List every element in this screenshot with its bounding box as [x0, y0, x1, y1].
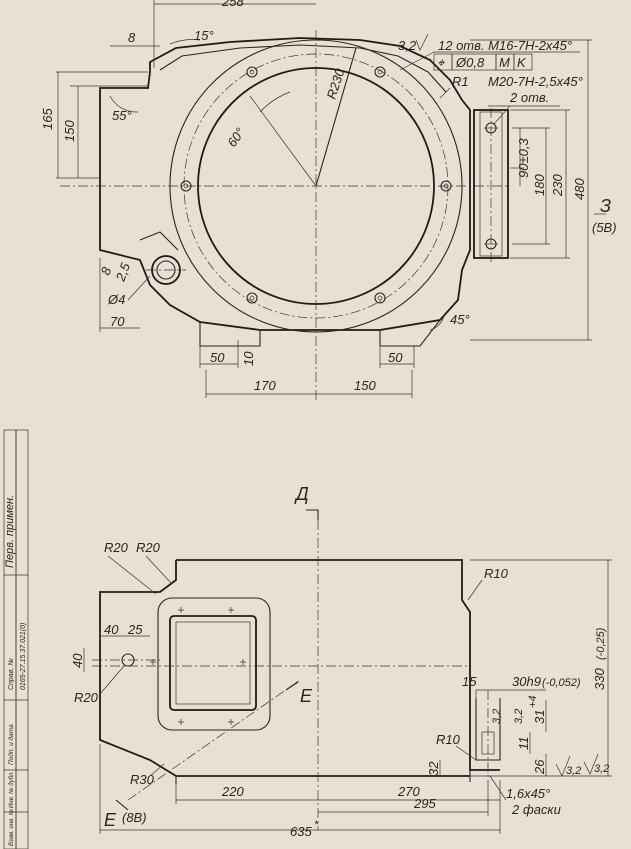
window-cutout [150, 597, 271, 731]
dim-50a: 50 [210, 350, 225, 365]
section-e-line [127, 679, 301, 801]
dim-r20a: R20 [104, 540, 129, 555]
frame-cell-sign-date-1: Подп. и дата [7, 724, 15, 765]
frame-cell-doc-code: 0165-27.15.37.021(0) [20, 623, 27, 690]
dim-295: 295 [413, 796, 436, 811]
roughness-d: 3,2 [594, 763, 609, 775]
dim-480: 480 [572, 178, 587, 200]
chamfer-note: 2 фаски [511, 802, 561, 817]
right-bracket [475, 690, 501, 790]
dim-150: 150 [62, 120, 77, 142]
dim-165: 165 [40, 108, 55, 130]
dim-15deg: 15° [194, 28, 214, 43]
dim-170: 170 [254, 378, 276, 393]
dim-150b: 150 [354, 378, 376, 393]
chamfer-callout: 1,6х45° [506, 786, 550, 801]
title-frame-strip: Перв. примен. Справ. № 0165-27.15.37.021… [3, 429, 29, 849]
dim-26: 26 [532, 759, 547, 775]
top-dimensions: 258 8 15° 165 150 55° 8 2,5 Ø4 [40, 0, 592, 398]
roughness-b: 3,2 [513, 709, 525, 724]
dim-10: 10 [241, 351, 256, 366]
dim-90: 90±0,3 [516, 138, 531, 178]
bottom-feet [199, 319, 441, 347]
right-mounting-pad [473, 108, 509, 262]
dim-fit: 30h9 [512, 674, 541, 689]
svg-text:M: M [499, 55, 510, 70]
dim-180: 180 [532, 174, 547, 196]
dim-fit-tol: (-0,052) [542, 677, 581, 689]
dim-15: 15 [462, 674, 477, 689]
callout-2-holes: 2 отв. [509, 90, 549, 105]
svg-text:Ø0,8: Ø0,8 [455, 55, 485, 70]
dim-45deg: 45° [450, 312, 470, 327]
frame-cell-first-use: Перв. примен. [4, 495, 16, 568]
dim-220: 220 [221, 784, 244, 799]
svg-text:K: K [517, 55, 527, 70]
bottom-dimensions: R20 R20 R10 40 25 40 R20 R30 15 30h9 (-0… [70, 540, 612, 839]
dim-330: 330 [592, 668, 607, 690]
dim-330-tol: (-0,25) [595, 627, 607, 660]
top-callouts: 3,2 12 отв. М16-7Н-2х45° ⌖ Ø0,8 M K R1 М… [398, 33, 617, 235]
dim-2-5: 2,5 [112, 260, 133, 284]
dim-31: 31 [532, 710, 547, 724]
tolerance-frame: ⌖ Ø0,8 M K [433, 53, 533, 71]
dim-r10: R10 [484, 566, 509, 581]
dim-r20b: R20 [136, 540, 161, 555]
bolt-holes [180, 66, 452, 304]
callout-m20: М20-7Н-2,5х45° [488, 74, 583, 89]
section-e-label: Е [300, 686, 313, 706]
dim-270: 270 [397, 784, 420, 799]
dim-55deg: 55° [112, 108, 132, 123]
dim-635-mark: * [314, 819, 319, 831]
section-e-ref: (8В) [122, 810, 147, 825]
svg-text:⌖: ⌖ [437, 55, 446, 70]
callout-r1: R1 [452, 74, 469, 89]
dim-31-tol: +4 [527, 695, 539, 708]
dim-50b: 50 [388, 350, 403, 365]
left-boss [139, 231, 186, 285]
section-e-mark: Е [104, 810, 117, 830]
dim-32: 32 [426, 761, 441, 776]
dim-40a: 40 [104, 622, 119, 637]
section-z-label: З [600, 196, 611, 216]
frame-cell-repl-inv: Взам. инв. № [8, 808, 15, 846]
frame-cell-ref-no: Справ. № [8, 658, 15, 690]
dim-70: 70 [110, 314, 125, 329]
roughness-a: 3,2 [491, 709, 503, 724]
dim-60deg: 60° [224, 125, 248, 150]
section-z-ref: (5В) [592, 220, 617, 235]
callout-12-holes: 12 отв. М16-7Н-2х45° [438, 38, 572, 53]
dim-d4: Ø4 [107, 292, 125, 307]
radius-leader [315, 47, 357, 187]
roughness-c: 3,2 [566, 765, 581, 777]
dim-r230: R230 [324, 66, 348, 101]
dim-230: 230 [550, 174, 565, 197]
dim-40b: 40 [70, 653, 85, 668]
dim-25: 25 [127, 622, 143, 637]
bottom-view: Д Е [70, 484, 612, 839]
dim-635: 635 [290, 824, 312, 839]
dim-r20c: R20 [74, 690, 99, 705]
housing-inner-contour [159, 44, 447, 93]
top-view: R230 60° 258 8 [40, 0, 617, 400]
dim-r10b: R10 [436, 732, 461, 747]
dim-8: 8 [128, 30, 136, 45]
dim-11: 11 [516, 737, 531, 751]
roughness-3-2: 3,2 [398, 38, 417, 53]
view-d-label: Д [294, 484, 309, 504]
frame-cell-dup-inv: Инв. № дубл. [8, 771, 15, 808]
dim-258: 258 [221, 0, 244, 9]
housing-outline [99, 37, 471, 331]
dim-r30: R30 [130, 772, 155, 787]
